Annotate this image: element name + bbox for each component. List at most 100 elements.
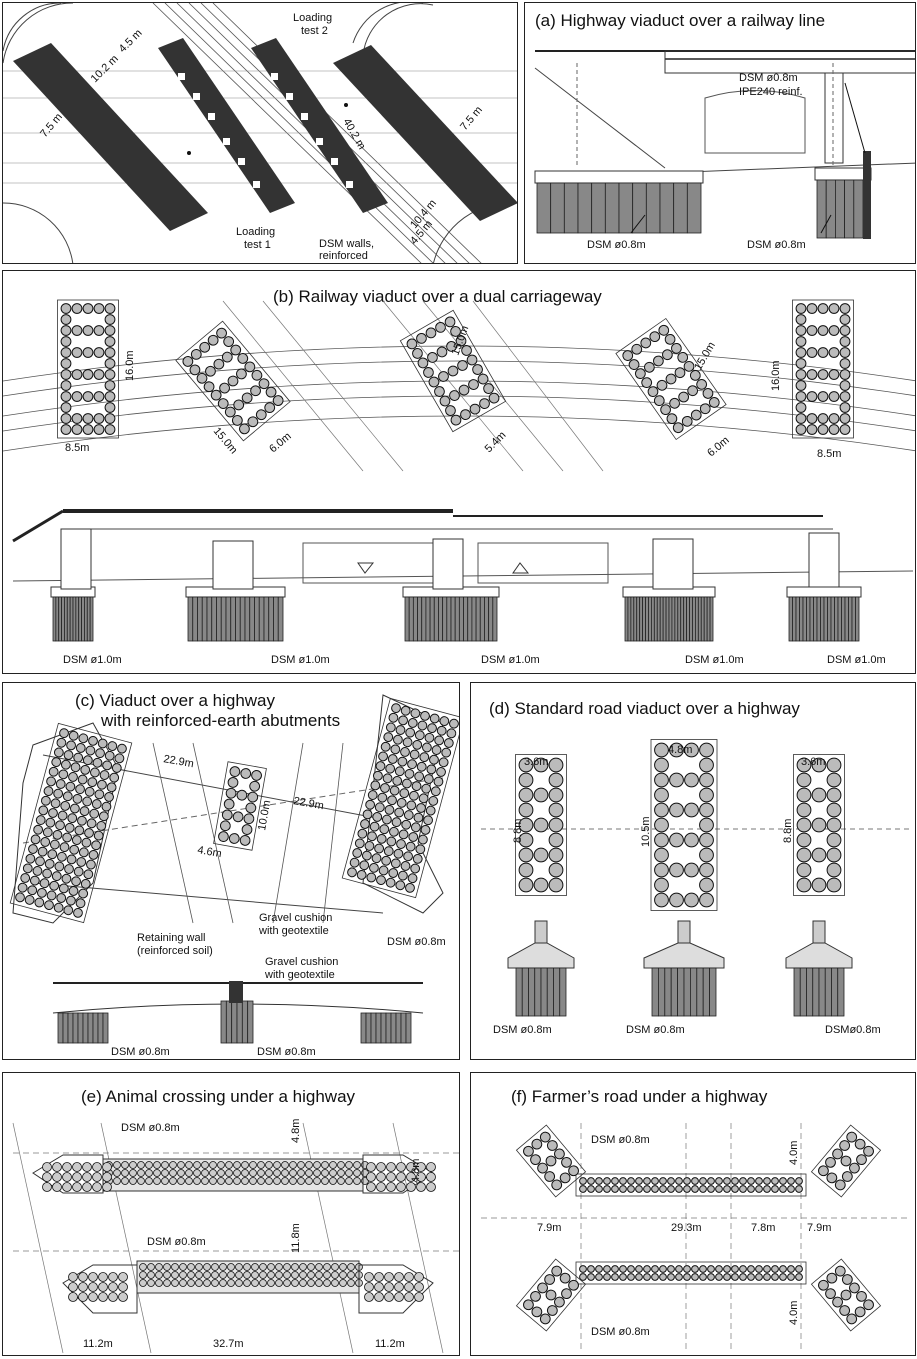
dsm-columns-left [536, 182, 702, 234]
dsm-column [71, 413, 83, 424]
dim-22-9-a: 22.9m [162, 753, 194, 770]
dsm-column [443, 738, 454, 748]
dsm-column [76, 857, 87, 867]
dsm-column [428, 796, 439, 806]
dsm-column [436, 725, 447, 736]
dsm-column [796, 772, 812, 788]
dsm-column [139, 1263, 147, 1271]
dsm-column [550, 182, 565, 234]
dsm-column [259, 1279, 267, 1287]
dsm-column [439, 395, 451, 407]
dsm-column [60, 413, 72, 424]
dsm-column [104, 325, 116, 336]
dsm-column [763, 1273, 771, 1281]
dsm-column [396, 1162, 406, 1172]
dsm-column [233, 1161, 241, 1169]
dsm-column [683, 1273, 691, 1281]
dsm-column [853, 179, 864, 239]
dsm-column [427, 352, 438, 363]
dsm-column [618, 182, 634, 234]
dsm-column [60, 369, 72, 380]
dsm-column [441, 747, 452, 758]
dsm-column [107, 741, 118, 751]
dsm-column [61, 759, 71, 770]
dsm-column [75, 784, 85, 795]
dsm-column [257, 1169, 265, 1177]
dsm-column [643, 1185, 651, 1193]
width-right: 3.6m [801, 756, 825, 768]
dsm-column [619, 1177, 627, 1185]
dsm-column [94, 789, 105, 800]
dsm-column [68, 886, 79, 896]
dsm-column [631, 343, 643, 355]
dsm-column [55, 779, 66, 789]
dsm-column [101, 801, 112, 812]
dsm-column [60, 325, 72, 336]
dsm-column [554, 1296, 565, 1308]
dsm-column [80, 878, 91, 889]
dsm-column [731, 1177, 739, 1185]
height-mid: 10.5m [640, 816, 652, 847]
dsm-column [54, 861, 65, 872]
dsm-column [747, 1273, 755, 1281]
panel-f-drawing: DSM ø0.8m 4.0m 7.9m 29.3m 7.8m 7.9m DSM … [481, 1123, 911, 1353]
dsm-column [72, 1182, 82, 1192]
dsm-column [398, 829, 409, 840]
dsm-column [211, 596, 217, 642]
dsm-column [787, 1273, 795, 1281]
dsm-column [82, 369, 94, 380]
dsm-column [82, 347, 94, 358]
dsm-column [86, 818, 97, 829]
dsm-column [706, 596, 711, 642]
dsm-column [438, 757, 449, 768]
dsm-column [806, 325, 818, 336]
dsm-column [364, 841, 375, 851]
dsm-column [664, 333, 676, 345]
dsm-column [88, 850, 99, 860]
dsm-column [747, 1177, 755, 1185]
dsm-column [696, 967, 704, 1017]
dsm-column [247, 1000, 254, 1044]
dsm-column [251, 1263, 259, 1271]
dsm-column [216, 596, 222, 642]
dsm-column [384, 805, 395, 815]
dsm-column [677, 967, 685, 1017]
dsm-column [796, 817, 812, 833]
dsm-column [385, 877, 396, 888]
dsm-column [224, 406, 236, 418]
dsm-column [193, 1169, 201, 1177]
gravel-bot-label-b: with geotextile [264, 969, 335, 981]
dsm-column [161, 1169, 169, 1177]
dsm-column [466, 354, 478, 366]
dsm-column [548, 862, 564, 878]
dsm-column [381, 855, 392, 866]
dsm-column [249, 1169, 257, 1177]
dsm-column [731, 1273, 739, 1281]
dsm-column [104, 380, 116, 391]
dsm-column [243, 1279, 251, 1287]
dsm-column [651, 1265, 659, 1273]
pier [808, 532, 840, 588]
dsm-column [795, 402, 807, 413]
dsm-column [364, 1282, 374, 1292]
loading-tests-drawing: Loading test 2 Loading test 1 DSM walls,… [3, 3, 517, 263]
dsm-column [139, 1271, 147, 1279]
dsm-column [771, 1265, 779, 1273]
dsm-column [806, 391, 818, 402]
dsm-column [536, 182, 552, 234]
dsm-column [739, 1273, 747, 1281]
dsm-column [60, 402, 72, 413]
dsm-column [27, 885, 38, 896]
dsm-column [390, 1012, 397, 1044]
dsm-column [816, 179, 827, 239]
dsm-column [669, 892, 684, 908]
dsm-column [329, 1169, 337, 1177]
pier-foundation-plans [57, 299, 854, 442]
dsm-column [89, 767, 100, 778]
dsm-column [404, 1282, 414, 1292]
dsm-column [839, 1140, 851, 1151]
dsm-column [265, 1161, 273, 1169]
dsm-column [386, 1182, 396, 1192]
dsm-column [109, 772, 120, 783]
dsm-column [820, 596, 825, 642]
